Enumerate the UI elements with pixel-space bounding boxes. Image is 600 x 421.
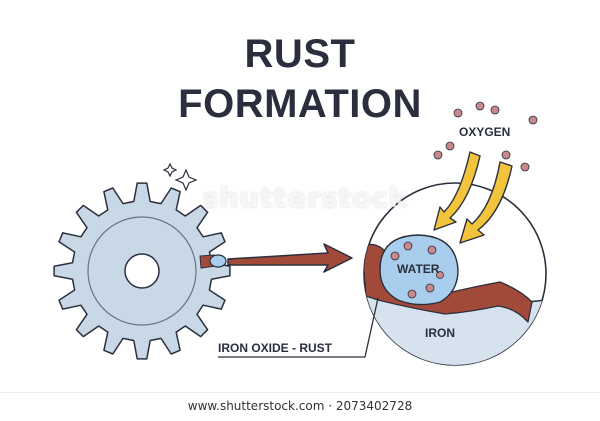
iron-label: IRON — [425, 326, 455, 340]
oxygen-label: OXYGEN — [459, 125, 511, 139]
arrow-icon — [227, 243, 353, 273]
sparkle-icon — [162, 162, 198, 192]
footer-bar: www.shutterstock.com · 2073402728 — [0, 392, 600, 421]
title-line-2: FORMATION — [178, 82, 422, 126]
oxygen-arrows — [433, 151, 513, 244]
iron-oxide-label: IRON OXIDE - RUST — [218, 341, 333, 355]
rust-leader-line — [218, 297, 379, 358]
oxygen-molecule-icon — [433, 101, 538, 172]
water-label: WATER — [397, 262, 440, 276]
rust-spot — [199, 254, 227, 269]
title-line-1: RUST — [244, 32, 356, 76]
magnified-view — [363, 182, 547, 366]
footer-text: www.shutterstock.com · 2073402728 — [187, 399, 413, 413]
gear-icon — [53, 182, 231, 360]
